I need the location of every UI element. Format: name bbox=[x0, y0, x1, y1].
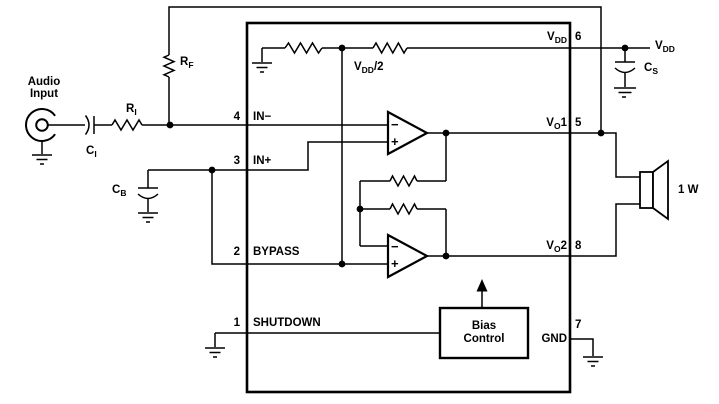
pin-number-4: 4 bbox=[233, 111, 240, 123]
wire-vo2-to-speaker bbox=[427, 203, 643, 257]
pin-number-2: 2 bbox=[233, 246, 240, 258]
capacitor-cb bbox=[137, 187, 159, 200]
capacitor-ci bbox=[84, 115, 95, 135]
wires bbox=[41, 6, 650, 356]
audio-input-jack bbox=[25, 108, 56, 142]
junction-inplus-bypass bbox=[208, 166, 216, 174]
ground-connector bbox=[32, 154, 52, 165]
resistor-feedback-2 bbox=[389, 202, 418, 216]
opamp2-noninverting-sign: + bbox=[391, 256, 399, 271]
wire-feedback-r1-leads bbox=[360, 133, 447, 182]
resistor-divider-1 bbox=[284, 41, 323, 55]
junction-ri-rf bbox=[166, 121, 174, 129]
ground-shutdown bbox=[205, 347, 225, 358]
resistor-divider-2 bbox=[372, 41, 408, 55]
pin-label-in-minus: IN− bbox=[253, 111, 272, 123]
pin-number-1: 1 bbox=[233, 317, 240, 329]
bias-control-outline bbox=[438, 306, 530, 360]
wire-in-plus bbox=[148, 141, 388, 171]
wire-gnd-pin bbox=[570, 338, 594, 356]
wire-feedback-left-vertical bbox=[359, 181, 388, 247]
junction-dots bbox=[166, 44, 629, 268]
pin-label-shutdown: SHUTDOWN bbox=[253, 317, 321, 329]
ground-cb bbox=[138, 212, 158, 223]
jack-center-pin bbox=[35, 118, 49, 132]
opamp-1-triangle bbox=[386, 110, 430, 156]
vdd-rail-label: VDD bbox=[655, 40, 675, 54]
grounds bbox=[32, 62, 636, 367]
resistors bbox=[111, 41, 418, 216]
bias-arrow bbox=[476, 279, 488, 308]
speaker-rating-label: 1 W bbox=[678, 184, 699, 196]
ci-label: CI bbox=[86, 145, 97, 159]
wire-feedback-r2-leads bbox=[360, 208, 447, 256]
resistor-feedback-1 bbox=[389, 174, 418, 188]
pin-label-in-plus: IN+ bbox=[253, 155, 272, 167]
pin-label-vo1: VO1 bbox=[546, 117, 567, 131]
rf-label: RF bbox=[180, 56, 194, 70]
ground-gnd-pin bbox=[583, 356, 603, 367]
resistor-ri bbox=[111, 118, 143, 132]
junction-vo1-feedback bbox=[597, 129, 605, 137]
speaker-driver bbox=[639, 171, 654, 209]
pin-number-6: 6 bbox=[575, 31, 582, 43]
wire-feedback-top bbox=[168, 6, 602, 133]
junction-feedback-mid bbox=[356, 205, 364, 213]
opamp1-noninverting-sign: + bbox=[391, 134, 399, 149]
speaker-icon bbox=[639, 159, 669, 221]
jack-outer-ring bbox=[25, 108, 56, 142]
bias-arrow-head bbox=[476, 279, 488, 292]
pin-label-vdd: VDD bbox=[547, 31, 567, 45]
wire-vo1-to-speaker bbox=[427, 132, 643, 178]
pin-number-3: 3 bbox=[233, 155, 240, 167]
audio-input-label: Audio Input bbox=[27, 76, 61, 100]
ic-body-outline bbox=[245, 21, 572, 394]
vdd-half-label: VDD/2 bbox=[354, 61, 384, 75]
ground-cs bbox=[614, 87, 636, 98]
wire-bypass bbox=[211, 170, 388, 265]
pin-number-8: 8 bbox=[575, 240, 582, 252]
opamp1-inverting-sign: − bbox=[391, 117, 399, 132]
opamp-2-triangle bbox=[386, 233, 430, 279]
cs-label: CS bbox=[644, 62, 658, 76]
resistor-rf bbox=[162, 54, 176, 78]
opamp2-inverting-sign: − bbox=[391, 239, 399, 254]
pin-label-bypass: BYPASS bbox=[253, 246, 300, 258]
junction-vdd-cs bbox=[621, 44, 629, 52]
bias-control-block: Bias Control bbox=[463, 320, 505, 345]
pin-number-5: 5 bbox=[575, 117, 582, 129]
capacitor-cs bbox=[614, 61, 636, 74]
junction-opamp2-out bbox=[442, 252, 450, 260]
capacitors bbox=[84, 61, 636, 200]
speaker-cone bbox=[652, 159, 669, 221]
pin-number-7: 7 bbox=[575, 319, 582, 331]
junction-opamp1-out bbox=[442, 129, 450, 137]
ri-label: RI bbox=[126, 103, 137, 117]
junction-vdd-half bbox=[338, 44, 346, 52]
pin-label-gnd: GND bbox=[541, 333, 567, 345]
cb-label: CB bbox=[112, 184, 127, 198]
ground-divider bbox=[252, 62, 272, 73]
pin-label-vo2: VO2 bbox=[546, 240, 567, 254]
junction-bypass-vddhalf bbox=[338, 260, 346, 268]
